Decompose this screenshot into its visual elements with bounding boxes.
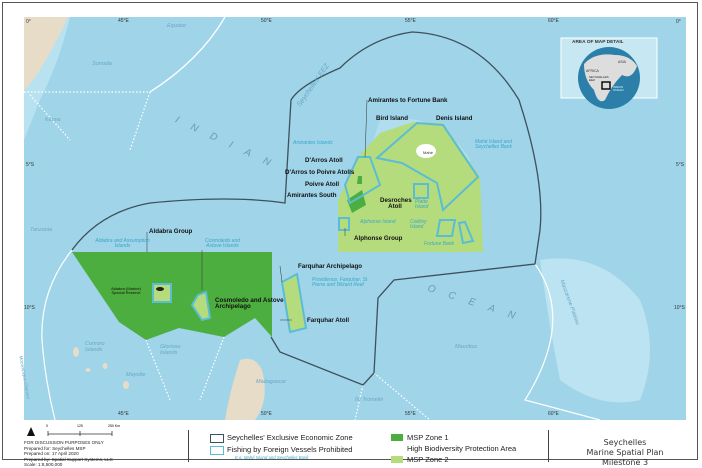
legend-eez-label: Seychelles' Exclusive Economic Zone	[227, 433, 353, 442]
poivre-zone1[interactable]	[357, 176, 362, 184]
fishing-label-mahe: Mahé Island and Seychelles Bank	[475, 139, 512, 150]
label-darros-poivre: D'Arros to Poivre Atolls	[285, 169, 355, 176]
legend-fishing-swatch	[210, 446, 224, 455]
lat-label: 5°S	[26, 162, 35, 168]
label-denis-island: Denis Island	[436, 115, 473, 122]
inset-landmass	[584, 54, 637, 102]
legend-zone1-desc: High Biodiversity Protection Area	[407, 444, 517, 453]
legend-zone2-title: MSP Zone 2	[407, 455, 449, 464]
label-amirantes-south: Amirantes South	[287, 192, 337, 199]
note-line: Prepared by: Spatial Support Systems, LL…	[24, 456, 113, 462]
legend-eez-swatch	[210, 434, 224, 443]
inset-eez: SEYCHELLES EEZ	[589, 75, 609, 82]
aldabra-island	[156, 287, 164, 291]
label-amirantes-fortune: Amirantes to Fortune Bank	[368, 97, 448, 104]
tromelin-label: Île Tromelin	[355, 397, 384, 403]
label-desroches: Desroches Atoll	[380, 197, 412, 211]
scale-bar	[47, 431, 113, 436]
madagascar-land	[225, 358, 265, 420]
fishing-label-coetivy: Coëtivy Island	[410, 219, 427, 230]
label-aldabra-reserve: Aldabra (Marine) Special Reserve	[111, 286, 141, 295]
fishing-prohibited-areas[interactable]	[152, 121, 480, 334]
leader-lines	[146, 99, 368, 321]
lon-label: 60°E	[548, 18, 559, 24]
mahe-island	[416, 144, 436, 158]
label-bird-island: Bird Island	[376, 115, 408, 122]
divider	[548, 430, 549, 462]
inset-asia: ASIA	[618, 60, 626, 64]
lon-label: 50°E	[261, 411, 272, 417]
comoro-islands	[73, 347, 129, 389]
kenya-label: Kenya	[45, 117, 61, 123]
map-frame	[2, 2, 698, 460]
lat-label: 5°S	[676, 162, 685, 168]
lat-label: 0°	[26, 19, 31, 25]
map-title: Seychelles Marine Spatial Plan Milestone…	[560, 438, 690, 468]
lat-label: 10°S	[674, 305, 685, 311]
inset-indian-ocean: INDIAN OCEAN	[613, 85, 624, 92]
scale-tick: 250 Km	[108, 424, 121, 428]
note-line: Scale: 1:8,500,000	[24, 462, 63, 467]
somalia-label: Somalia	[92, 61, 112, 67]
title-line: Milestone 3	[601, 458, 649, 467]
scale-tick: 125	[77, 424, 83, 428]
label-cosmoledo: Cosmoledo and Astove Archipelago	[215, 297, 284, 311]
lat-label: 0°	[676, 19, 681, 25]
label-aldabra-group: Aldabra Group	[149, 228, 193, 235]
lon-label: 55°E	[405, 411, 416, 417]
legend-zone2-swatch	[391, 456, 403, 463]
label-alphonse-group: Alphonse Group	[354, 235, 403, 242]
mascarene-bank	[540, 258, 650, 403]
somalia-boundary	[149, 16, 226, 93]
lon-label: 45°E	[118, 18, 129, 24]
inset-title: AREA OF MAP DETAIL	[572, 40, 624, 45]
madagascar-label: Madagascar	[256, 379, 287, 385]
notes: FOR DISCUSSION PURPOSES ONLY Prepared fo…	[24, 440, 113, 468]
fishing-label-providence: Providence, Farquhar, St Pierre and Wiza…	[312, 277, 368, 288]
label-poivre: Poivre Atoll	[305, 181, 340, 188]
label-darros: D'Arros Atoll	[305, 157, 343, 164]
divider	[188, 430, 189, 462]
lon-label: 55°E	[405, 18, 416, 24]
note-line: Prepared on: 17 April 2020	[24, 451, 79, 456]
title-line: Seychelles	[603, 438, 647, 447]
fishing-label-cosmoledo: Cosmoledo and Astove Islands	[204, 238, 241, 249]
label-farquhar-arch: Farquhar Archipelago	[298, 263, 363, 270]
fishing-label-alphonse: Alphonse Island	[360, 219, 396, 225]
fishing-label-aldabra: Aldabra and Assumption Islands	[95, 238, 150, 249]
glorioso-label: Glorioso Islands	[160, 344, 181, 356]
inset-area-marker	[601, 81, 611, 90]
note-line: FOR DISCUSSION PURPOSES ONLY	[24, 440, 104, 445]
label-mahe: Mahé	[423, 150, 434, 155]
fishing-label-platte: Platte Island	[415, 199, 429, 210]
lon-label: 60°E	[548, 411, 559, 417]
equator-label: Equator	[167, 23, 187, 29]
africa-land	[24, 17, 68, 90]
boundary-line	[41, 249, 73, 421]
mauritius-label: Mauritius	[455, 344, 478, 350]
scale-tick: 0	[46, 424, 48, 428]
legend-zone1-title: MSP Zone 1	[407, 433, 449, 442]
note-line: Prepared for: Seychelles MSP	[24, 445, 86, 451]
north-arrow-scalebar	[27, 427, 113, 436]
inset-africa: AFRICA	[586, 69, 599, 73]
lon-label: 50°E	[261, 18, 272, 24]
legend-fishing-label: Fishing by Foreign Vessels Prohibited	[227, 445, 353, 454]
north-arrow-icon	[27, 427, 35, 436]
label-farquhar-atoll: Farquhar Atoll	[307, 317, 350, 324]
title-line: Marine Spatial Plan	[586, 448, 664, 457]
legend-zone1-swatch	[391, 434, 403, 441]
fishing-label-amirantes: Amirantes Islands	[293, 140, 333, 146]
legend-fishing-example: E.g. Mahé Island and Seychelles Bank	[235, 455, 309, 460]
comoro-label: Comoro Islands	[85, 341, 105, 353]
lon-label: 45°E	[118, 411, 129, 417]
mayotte-label: Mayotte	[126, 372, 146, 378]
boundary-line	[524, 263, 601, 421]
lat-label: 10°S	[24, 305, 35, 311]
tanzania-label: Tanzania	[30, 227, 53, 233]
eez-boundary	[71, 31, 542, 386]
fishing-label-fortune: Fortune Bank	[424, 241, 455, 247]
